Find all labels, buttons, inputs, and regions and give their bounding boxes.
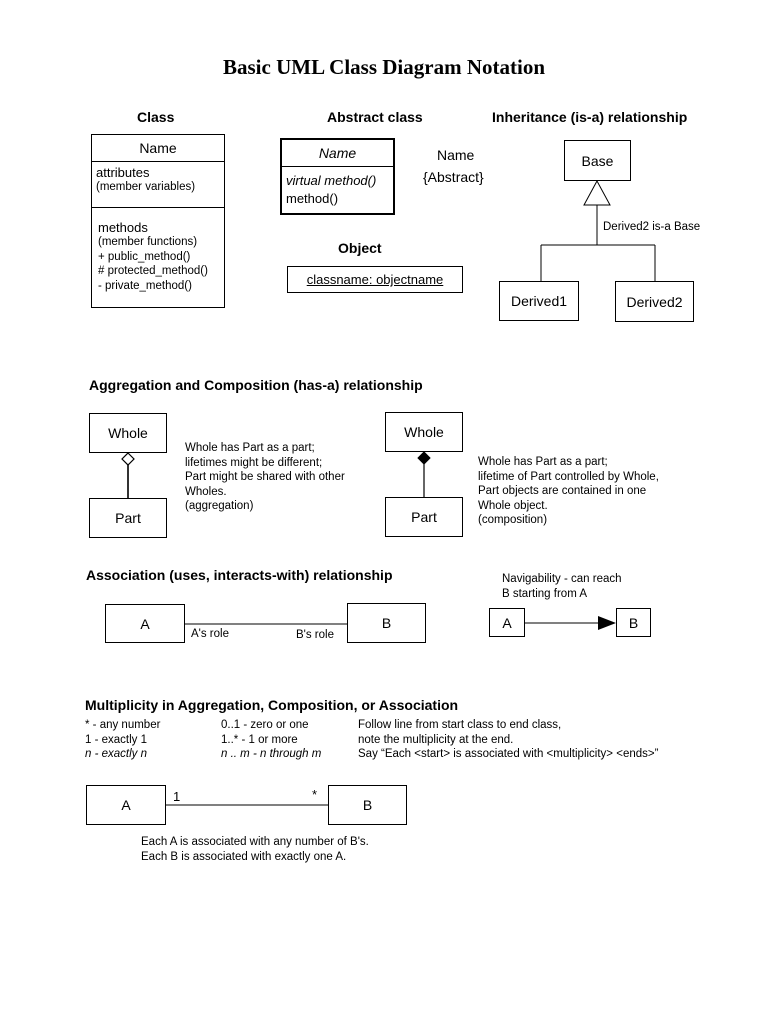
composition-description-line: lifetime of Part controlled by Whole, [478, 470, 659, 483]
aggregation-description-line: Whole has Part as a part; [185, 442, 315, 454]
object-label: classname: objectname [306, 272, 444, 287]
page-title: Basic UML Class Diagram Notation [223, 55, 545, 79]
navigability-description-line: B starting from A [502, 587, 588, 600]
aggregation-description-line: (aggregation) [185, 500, 254, 512]
aggregation-part-box: Part [89, 498, 167, 538]
inheritance-heading: Inheritance (is-a) relationship [492, 109, 688, 125]
class-box: Name attributes (member variables) metho… [91, 134, 225, 308]
abstract-alt-name: Name [437, 147, 475, 163]
multiplicity-instruction: Follow line from start class to end clas… [358, 719, 562, 731]
abstract-class-name: Name [282, 140, 393, 167]
multiplicity-rule: n - exactly n [85, 748, 147, 760]
multiplicity-example-line: Each B is associated with exactly one A. [141, 850, 347, 863]
class-method-line: + public_method() [98, 250, 191, 263]
multiplicity-column-3: Follow line from start class to end clas… [358, 718, 658, 762]
class-attributes-note: (member variables) [96, 181, 196, 193]
aggregation-diamond-icon [121, 452, 135, 466]
composition-description-line: Part objects are contained in one [478, 485, 647, 497]
multiplicity-rule: * - any number [85, 719, 161, 731]
multiplicity-a-end: 1 [173, 789, 181, 804]
multiplicity-a-box: A [86, 785, 166, 825]
navigability-a-box: A [489, 608, 525, 637]
multiplicity-rule: 1..* - 1 or more [221, 733, 298, 746]
base-class-box: Base [564, 140, 631, 181]
abstract-alt-label: {Abstract} [423, 169, 484, 185]
composition-description-line: Whole has Part as a part; [478, 456, 608, 468]
association-a-role: A's role [191, 628, 229, 640]
aggregation-description-line: Part might be shared with other [185, 471, 345, 483]
navigability-arrow-icon [598, 616, 616, 630]
class-method-line: # protected_method() [98, 265, 208, 277]
composition-diamond-icon [417, 451, 431, 465]
aggregation-description-line: Wholes. [185, 485, 227, 498]
navigability-b-box: B [616, 608, 651, 637]
multiplicity-rule: 1 - exactly 1 [85, 733, 147, 746]
multiplicity-b-end: * [312, 787, 318, 802]
multiplicity-column-2: 0..1 - zero or one 1..* - 1 or more n ..… [221, 718, 321, 762]
class-method-line: - private_method() [98, 279, 192, 292]
composition-description: Whole has Part as a part; lifetime of Pa… [478, 455, 659, 528]
class-methods-compartment: methods (member functions) + public_meth… [92, 208, 224, 293]
composition-description-line: (composition) [478, 514, 548, 526]
association-b-box: B [347, 603, 426, 643]
composition-part-box: Part [385, 497, 463, 537]
inheritance-triangle-icon [583, 179, 611, 206]
aggregation-whole-box: Whole [89, 413, 167, 453]
multiplicity-example-line: Each A is associated with any number of … [141, 836, 369, 848]
navigability-description: Navigability - can reach B starting from… [502, 572, 622, 601]
abstract-class-heading: Abstract class [327, 109, 423, 125]
class-heading: Class [137, 109, 175, 125]
derived2-class-box: Derived2 [615, 281, 694, 322]
object-heading: Object [338, 240, 382, 256]
association-a-box: A [105, 604, 185, 643]
abstract-class-methods: virtual method() method() [282, 167, 393, 206]
class-attributes-compartment: attributes (member variables) [92, 162, 224, 208]
multiplicity-example: Each A is associated with any number of … [141, 835, 369, 864]
aggregation-heading: Aggregation and Composition (has-a) rela… [89, 377, 423, 393]
aggregation-description: Whole has Part as a part; lifetimes migh… [185, 441, 345, 514]
abstract-method: method() [286, 191, 339, 206]
association-b-role: B's role [296, 629, 334, 641]
class-attributes-label: attributes [96, 165, 150, 180]
multiplicity-instruction: note the multiplicity at the end. [358, 733, 514, 746]
multiplicity-b-box: B [328, 785, 407, 825]
multiplicity-rule: n .. m - n through m [221, 748, 322, 760]
abstract-virtual-method: virtual method() [286, 173, 377, 188]
object-box: classname: objectname [287, 266, 463, 293]
multiplicity-rule: 0..1 - zero or one [221, 719, 309, 731]
class-methods-label: methods [98, 220, 148, 235]
inheritance-note: Derived2 is-a Base [603, 221, 701, 233]
multiplicity-column-1: * - any number 1 - exactly 1 n - exactly… [85, 718, 160, 762]
class-name: Name [92, 135, 224, 162]
abstract-class-box: Name virtual method() method() [280, 138, 395, 215]
derived1-class-box: Derived1 [499, 281, 579, 321]
composition-description-line: Whole object. [478, 499, 548, 512]
association-heading: Association (uses, interacts-with) relat… [86, 567, 393, 583]
multiplicity-heading: Multiplicity in Aggregation, Composition… [85, 697, 459, 713]
multiplicity-instruction: Say “Each <start> is associated with <mu… [358, 748, 659, 760]
composition-whole-box: Whole [385, 412, 463, 452]
aggregation-description-line: lifetimes might be different; [185, 456, 323, 469]
class-method-line: (member functions) [98, 236, 198, 248]
navigability-description-line: Navigability - can reach [502, 573, 622, 585]
